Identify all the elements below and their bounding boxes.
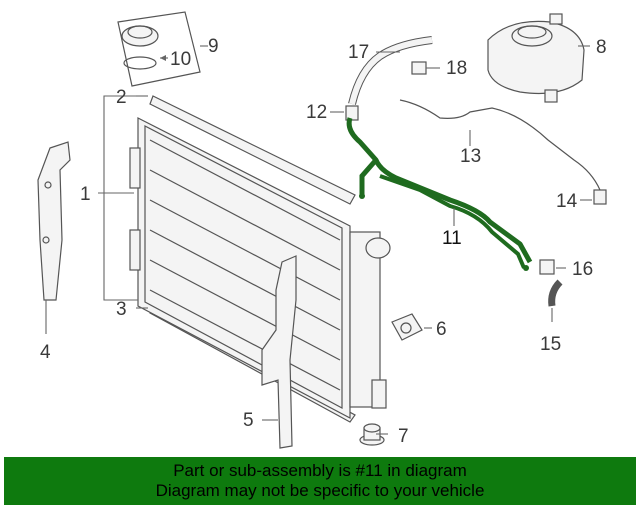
callout-3: 3 — [116, 299, 127, 320]
callout-9: 9 — [208, 36, 219, 57]
callout-10: 10 — [170, 49, 191, 70]
hose-clamp-16[interactable] — [539, 259, 555, 275]
callout-4: 4 — [40, 342, 51, 363]
callout-17: 17 — [348, 42, 369, 63]
callout-6: 6 — [436, 319, 447, 340]
bushing[interactable] — [359, 423, 385, 446]
callout-12: 12 — [306, 102, 327, 123]
bleed-hose[interactable] — [399, 99, 601, 191]
callout-7: 7 — [398, 426, 409, 447]
mount-bracket[interactable] — [391, 313, 423, 341]
callout-11: 11 — [442, 228, 462, 249]
footer-line-2: Diagram may not be specific to your vehi… — [155, 481, 485, 500]
right-deflector[interactable] — [261, 255, 297, 449]
radiator[interactable] — [129, 117, 391, 419]
hose-clamp-18[interactable] — [411, 61, 427, 75]
leader-lines — [45, 45, 592, 435]
callout-14: 14 — [556, 191, 578, 212]
footer-banner: Part or sub-assembly is #11 in diagram D… — [4, 457, 636, 505]
callout-13: 13 — [460, 146, 481, 167]
clip-14[interactable] — [593, 189, 607, 205]
radiator-cap-box[interactable] — [117, 11, 208, 87]
callout-15: 15 — [540, 334, 561, 355]
coolant-reservoir[interactable] — [487, 13, 585, 103]
footer-line-1: Part or sub-assembly is #11 in diagram — [173, 461, 467, 480]
callout-8: 8 — [596, 37, 607, 58]
callout-1: 1 — [80, 184, 91, 205]
coolant-pipe-assembly[interactable] — [346, 117, 533, 271]
callout-5: 5 — [243, 410, 254, 431]
left-deflector[interactable] — [37, 141, 71, 301]
callout-16: 16 — [572, 259, 593, 280]
parts-diagram: 9 10 — [37, 11, 607, 449]
callout-18: 18 — [446, 58, 467, 79]
lower-hose[interactable] — [548, 279, 563, 307]
callout-2: 2 — [116, 87, 127, 108]
upper-hose[interactable] — [348, 36, 433, 105]
upper-seal[interactable] — [149, 95, 356, 205]
